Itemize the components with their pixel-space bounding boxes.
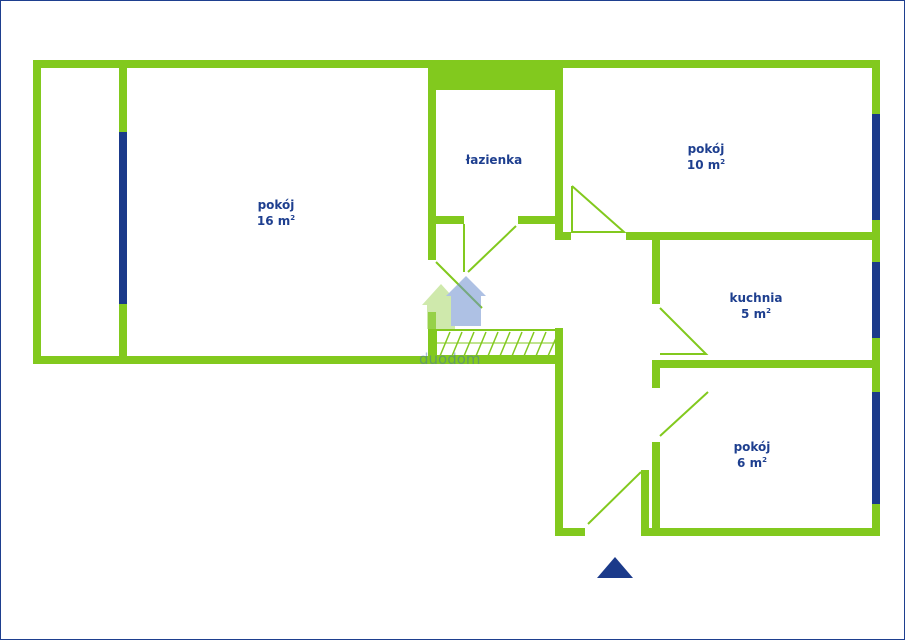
window-living <box>119 132 127 304</box>
wall-bath-bottom-left <box>428 216 464 224</box>
label-room6-name: pokój <box>734 440 771 454</box>
wall-hall-right-2 <box>652 360 660 388</box>
door-room10 <box>571 185 627 233</box>
wall-hall-bottom-left <box>555 528 585 536</box>
wall-bath-top <box>428 60 563 90</box>
label-room10-name: pokój <box>688 142 725 156</box>
window-room10 <box>872 114 880 220</box>
wall-left <box>33 60 41 364</box>
wall-living-bath-upper <box>428 60 436 260</box>
room-labels: pokój 16 m2 łazienka pokój 10 m2 kuchnia… <box>257 142 783 470</box>
wardrobe-hatching <box>435 329 557 357</box>
window-kitchen <box>872 262 880 338</box>
window-room6 <box>872 392 880 504</box>
logo-text: duodom <box>419 350 481 368</box>
wall-bath-right <box>555 60 563 240</box>
house-icon <box>422 276 486 329</box>
door-entrance <box>587 471 642 525</box>
wall-room10-kitchen <box>626 232 880 240</box>
wall-living-bath-lower <box>428 312 436 364</box>
wall-kitchen-room6 <box>652 360 880 368</box>
door-kitchen <box>659 307 709 355</box>
wall-bottom-left <box>33 356 560 364</box>
triangle-up-icon <box>597 557 633 578</box>
label-room10-area: 10 m2 <box>687 158 725 172</box>
wall-hall-right-1 <box>652 232 660 304</box>
wall-hall-right-3 <box>652 442 660 536</box>
label-kitchen-name: kuchnia <box>730 291 783 305</box>
wall-hall-left <box>555 328 563 536</box>
label-bathroom-name: łazienka <box>465 153 522 167</box>
door-room6 <box>659 391 709 437</box>
wall-stub <box>555 232 571 240</box>
label-living-name: pokój <box>258 198 295 212</box>
logo-watermark: duodom <box>419 276 486 368</box>
label-kitchen-area: 5 m2 <box>741 307 771 321</box>
wall-bath-bottom-right <box>518 216 563 224</box>
label-room6-area: 6 m2 <box>737 456 767 470</box>
wall-bottom-right <box>645 528 880 536</box>
windows <box>119 114 880 504</box>
door-bathroom <box>467 225 517 273</box>
wall-entrance-right <box>641 470 649 536</box>
label-living-area: 16 m2 <box>257 214 295 228</box>
